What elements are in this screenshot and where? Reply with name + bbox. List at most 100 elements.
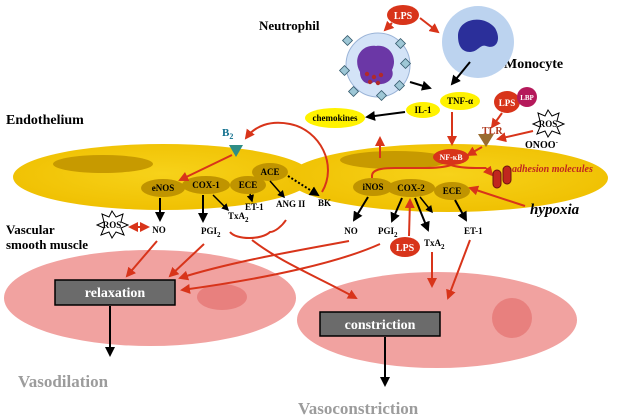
endothelial-nucleus-right [340, 151, 450, 169]
adhesion-molecule-1 [492, 169, 502, 189]
cox2-text: COX-2 [397, 183, 425, 193]
arrow-lps-monocyte [419, 17, 440, 34]
arrow-cox2-txa2 [414, 197, 430, 232]
left-constrictor-brace [229, 219, 287, 239]
arrow-pgi2-relaxation-right [180, 243, 381, 294]
onoo-text: ONOO- [525, 138, 559, 151]
arrow-bk-b2 [244, 121, 329, 193]
arrow-et1-constriction [446, 239, 471, 300]
arrow-ros-tlr [496, 130, 534, 143]
txa2-left-text: TxA2 [228, 211, 249, 224]
et1-right-text: ET-1 [464, 226, 483, 236]
ros-burst-right [531, 109, 566, 138]
vasodilation-text: Vasodilation [18, 372, 109, 391]
lps-right-text: LPS [499, 98, 516, 108]
label-monocyte: Monocyte [504, 57, 563, 72]
arrow-lps-cox2 [404, 198, 415, 237]
vasoconstriction-text: Vasoconstriction [298, 399, 419, 418]
ros-burst-left [95, 210, 130, 239]
enos-enzyme [141, 179, 185, 197]
pgi2-left-text: PGI2 [201, 226, 221, 239]
arrow-neutrophil-cytokines [409, 80, 432, 91]
endothelial-nucleus-left [53, 155, 153, 173]
lps-badge-bottom [390, 237, 420, 257]
arrow-no-relaxation-right [178, 240, 350, 281]
arrow-b2-enos [178, 154, 233, 182]
adhesion-molecules-label: adhesion molecules [512, 164, 593, 175]
lbp-text: LBP [520, 94, 534, 102]
arrow-ece-et1-right [454, 199, 467, 222]
no-right-text: NO [344, 226, 358, 236]
cox1-text: COX-1 [192, 180, 220, 190]
lps-bottom-text: LPS [396, 243, 415, 254]
nfkb-text: NF-κB [439, 153, 463, 162]
arrow-ace-bk-dotted [287, 175, 320, 197]
ace-text: ACE [260, 167, 279, 177]
hypoxia-label: hypoxia [530, 202, 580, 218]
ros-right-text: ROS [539, 119, 558, 129]
arrow-inos-no [352, 196, 369, 222]
ang2-text: ANG II [276, 199, 306, 209]
et1-left-text: ET-1 [245, 202, 264, 212]
ece-right-enzyme [434, 182, 470, 200]
label-smooth-muscle: smooth muscle [6, 237, 88, 252]
arrow-cox2-pgi2 [390, 197, 403, 223]
nfkb-badge [433, 149, 469, 165]
chemokines-bubble [305, 108, 365, 128]
chemokines-text: chemokines [313, 113, 358, 123]
tnf-alpha-text: TNF-α [447, 96, 473, 106]
bk-text: BK [318, 198, 331, 208]
constriction-text: constriction [345, 318, 416, 333]
lps-top-text: LPS [394, 11, 413, 22]
arrow-hypoxia-cox2 [468, 185, 526, 207]
txa2-right-text: TxA2 [424, 238, 445, 251]
arrow-nfkb-adhesion [482, 165, 494, 177]
enos-text: eNOS [152, 183, 175, 193]
arrow-monocyte-cytokines [450, 61, 471, 86]
lbp-badge [517, 87, 537, 107]
smooth-muscle-nucleus-right [492, 298, 532, 338]
lps-badge-top [387, 5, 419, 25]
arrow-ace-ang2 [269, 180, 285, 199]
ece-left-enzyme [230, 176, 266, 194]
arrow-tlr-nfkb [466, 146, 483, 156]
arrow-cox2-extra [419, 196, 433, 214]
ros-left-text: ROS [103, 220, 122, 230]
nfkb-target-brace [371, 163, 486, 177]
arrow-lps-neutrophil [383, 20, 395, 32]
il1-text: IL-1 [414, 105, 432, 115]
label-vascular: Vascular [6, 222, 55, 237]
label-endothelium: Endothelium [6, 113, 84, 128]
label-neutrophil: Neutrophil [259, 18, 320, 33]
cox1-enzyme [182, 176, 230, 194]
neutrophil-receptors [338, 34, 412, 102]
tnf-alpha-bubble [440, 92, 480, 110]
arrow-lps-tlr [490, 112, 503, 129]
monocyte-cell [442, 6, 514, 78]
adhesion-molecule-2 [502, 165, 512, 185]
smooth-muscle-nucleus-left [197, 284, 247, 310]
il1-bubble [406, 102, 440, 118]
relaxation-text: relaxation [85, 286, 146, 301]
cox2-enzyme [387, 179, 435, 197]
tlr-receptor [478, 134, 494, 147]
relaxation-box [54, 279, 176, 306]
b2-receptor-label: B2 [222, 127, 233, 141]
arrow-ece-et1 [246, 193, 254, 203]
ace-enzyme [252, 163, 288, 181]
inos-enzyme [353, 178, 393, 196]
arrow-cox1-txa2 [212, 194, 230, 212]
no-left-text: NO [152, 225, 166, 235]
arrow-no-relaxation-left [125, 240, 158, 278]
arrow-il1-chemokines [365, 110, 406, 121]
tlr-text: TLR [482, 126, 503, 137]
inos-text: iNOS [362, 182, 383, 192]
arrow-pgi2-relaxation-left [168, 243, 205, 278]
ece-right-text: ECE [443, 186, 462, 196]
ece-left-text: ECE [239, 180, 258, 190]
constriction-box [319, 311, 441, 337]
pgi2-right-text: PGI2 [378, 226, 398, 239]
lps-badge-right [494, 91, 520, 113]
